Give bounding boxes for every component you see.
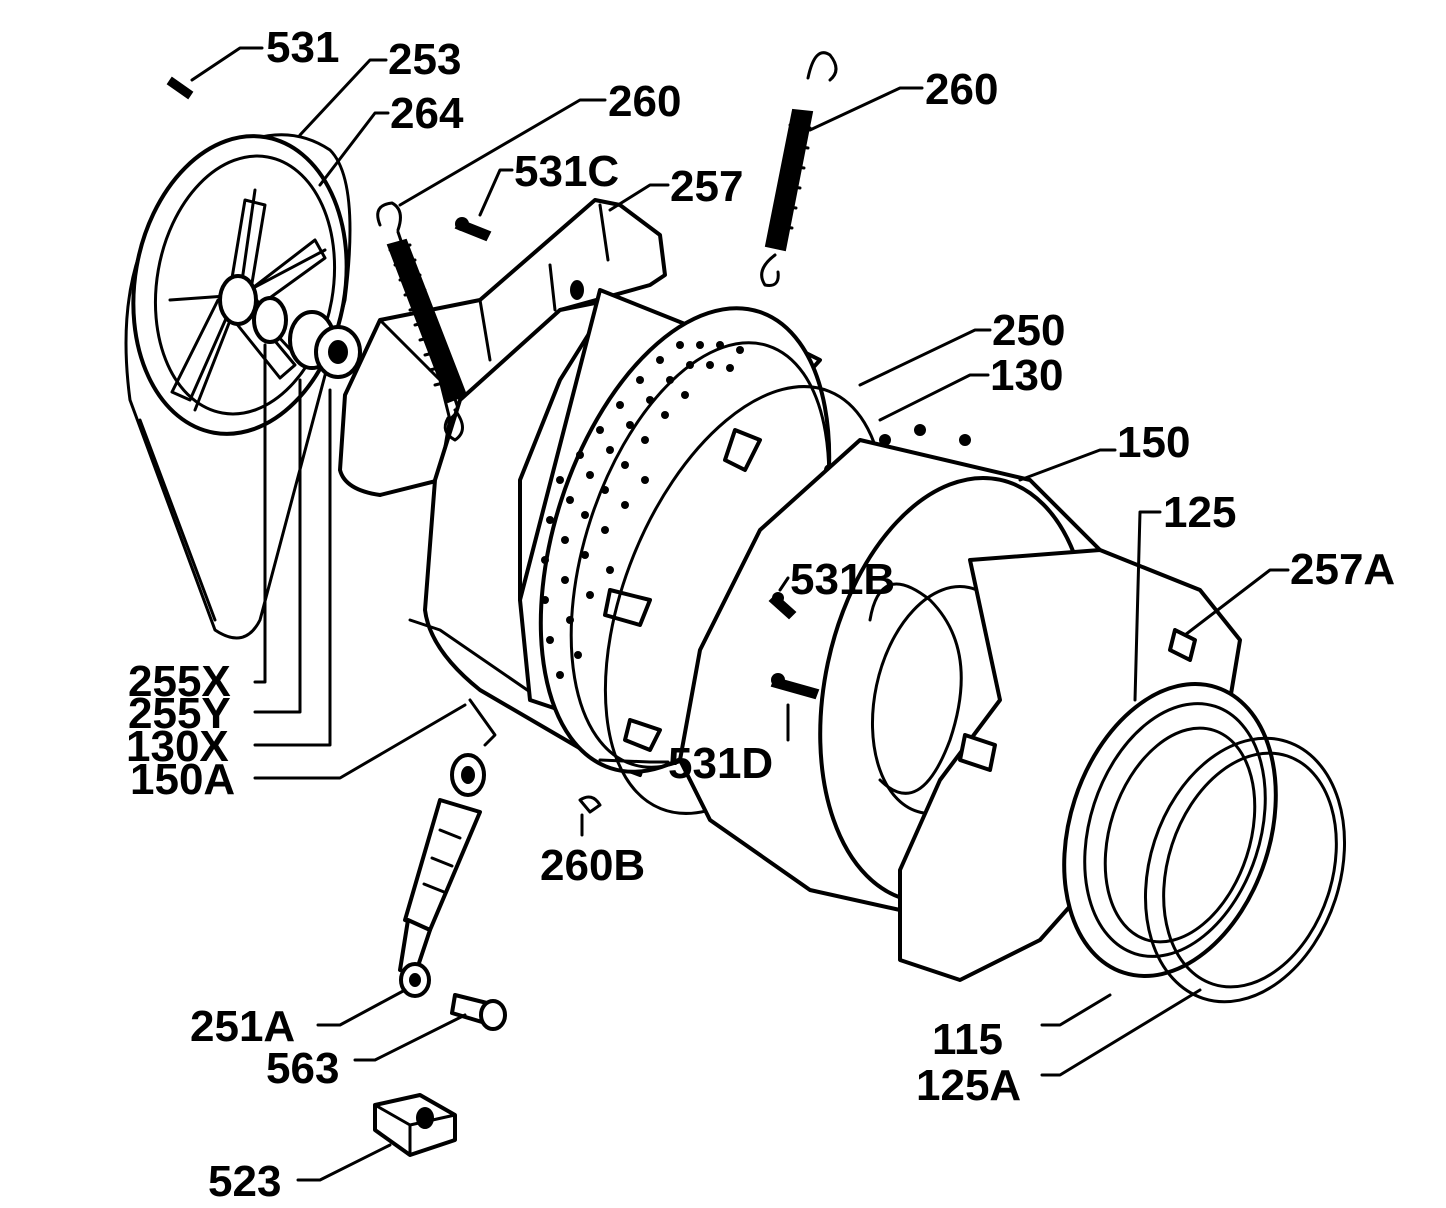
label-255y: 255Y bbox=[128, 689, 231, 738]
label-150a: 150A bbox=[130, 755, 235, 804]
label-260-top: 260 bbox=[608, 77, 681, 126]
screw-531d bbox=[770, 673, 820, 700]
label-125a: 125A bbox=[916, 1061, 1021, 1110]
label-531c: 531C bbox=[514, 147, 619, 196]
bracket-523 bbox=[373, 1093, 457, 1157]
bolt-563 bbox=[450, 993, 507, 1031]
label-255x: 255X bbox=[128, 657, 231, 706]
drum-perforations bbox=[541, 341, 744, 679]
label-260b: 260B bbox=[540, 841, 645, 890]
screw-531 bbox=[166, 76, 194, 100]
label-264: 264 bbox=[390, 89, 464, 138]
label-130: 130 bbox=[990, 351, 1063, 400]
part-labels: 531 253 264 260 260 531C 257 250 130 150… bbox=[126, 23, 1395, 1206]
label-125: 125 bbox=[1163, 488, 1236, 537]
label-150: 150 bbox=[1117, 418, 1190, 467]
spring-260-left bbox=[376, 201, 468, 442]
leader-lines bbox=[190, 46, 1290, 1182]
label-531: 531 bbox=[266, 23, 339, 72]
clip-260b bbox=[578, 795, 602, 814]
pulley-hub bbox=[218, 274, 258, 326]
label-531b: 531B bbox=[790, 555, 895, 604]
spring-260-right bbox=[760, 51, 838, 287]
screw-531c bbox=[454, 217, 492, 242]
label-250: 250 bbox=[992, 306, 1065, 355]
label-253: 253 bbox=[388, 35, 461, 84]
label-115: 115 bbox=[932, 1015, 1003, 1064]
label-260-right: 260 bbox=[925, 65, 998, 114]
label-523: 523 bbox=[208, 1157, 281, 1206]
screw-531b bbox=[768, 592, 797, 620]
label-531d: 531D bbox=[668, 739, 773, 788]
label-130x: 130X bbox=[126, 722, 229, 771]
shock-absorber-251a bbox=[398, 753, 486, 998]
clamp-ring-125a bbox=[1143, 736, 1347, 1004]
drum-250 bbox=[518, 288, 832, 774]
door-gasket-125 bbox=[898, 548, 1347, 1004]
label-257: 257 bbox=[670, 162, 743, 211]
label-251a: 251A bbox=[190, 1002, 295, 1051]
label-257a: 257A bbox=[1290, 545, 1395, 594]
rear-tub bbox=[338, 198, 667, 777]
pulley-assembly bbox=[124, 133, 362, 640]
label-563: 563 bbox=[266, 1044, 339, 1093]
